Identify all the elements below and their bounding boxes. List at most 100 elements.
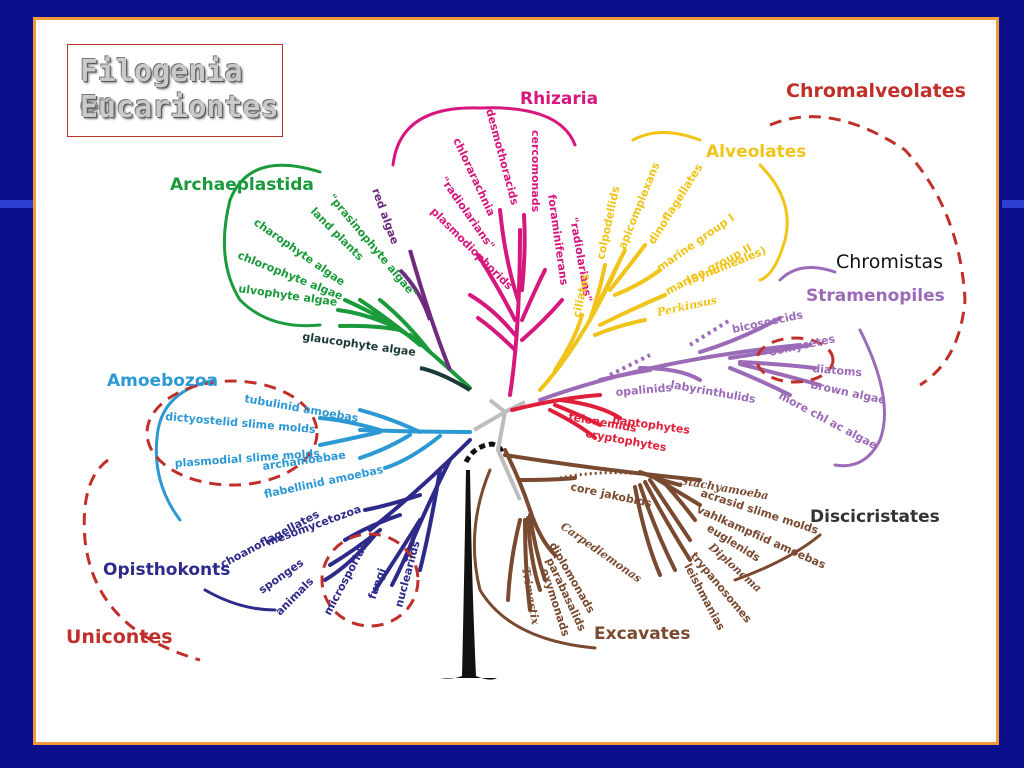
branch-radiolarians-l <box>468 293 517 337</box>
grouping-dashes <box>82 115 967 662</box>
taxon-glaucophyte: glaucophyte algae <box>302 330 417 359</box>
background-stripe-left <box>0 200 34 208</box>
branch-trypanosomes <box>638 483 677 572</box>
taxon-opalinids: opalinids <box>615 381 673 399</box>
dictyostelid-oval <box>145 379 319 487</box>
branch-marine-1 <box>613 268 662 297</box>
branch-cryptophytes <box>548 408 597 440</box>
branch-bicosoecids <box>698 316 782 354</box>
branch-hacrobia-main <box>510 393 602 412</box>
excavates-branches <box>472 448 822 650</box>
branch-nucleariids <box>418 468 442 572</box>
branch-cercomonads <box>520 213 527 292</box>
taxon-bicosoecids: bicosoecids <box>731 308 805 336</box>
root-trunk <box>440 470 497 680</box>
branch-opalinids <box>598 368 652 382</box>
branch-radiolarians-r <box>520 298 564 342</box>
branch-foraminiferans <box>520 268 547 322</box>
oomycetes-oval <box>755 336 835 384</box>
bracket-stramenopiles <box>778 266 886 468</box>
excavates-dotted <box>559 471 641 480</box>
red-algae-branches <box>398 249 452 371</box>
branch-tubulinid <box>358 408 422 434</box>
bracket-amoebozoa <box>154 378 217 522</box>
branch-leishmanias <box>633 485 662 577</box>
branch-discicristates <box>503 453 702 482</box>
slide-title-box: Filogenia en Eucariontes <box>67 44 283 137</box>
branch-microsporidia <box>373 518 422 592</box>
taxon-choanoflagellates: choanoflagellates <box>218 507 322 570</box>
branch-diplomonads <box>528 513 547 582</box>
taxon-fungi: fungi <box>366 566 389 601</box>
label-excavates: Excavates <box>594 624 690 644</box>
label-rhizaria: Rhizaria <box>520 89 598 109</box>
branch-acrasid <box>648 473 702 507</box>
bracket-opisthokonts <box>203 588 277 612</box>
branch-fungi <box>390 520 422 587</box>
bracket-rhizaria <box>391 106 577 167</box>
branch-chlorarachnia <box>476 253 517 322</box>
label-chromalveolates: Chromalveolates <box>786 80 966 102</box>
branch-diplonema <box>643 480 692 562</box>
branch-rhizaria-main <box>508 228 522 397</box>
branch-apicomplexans <box>598 248 627 302</box>
branch-jakobids <box>518 476 577 482</box>
branch-vahlkampfiid <box>658 476 697 522</box>
taxon-oomycetes: oomycetes <box>768 332 837 359</box>
taxon-brown-algae: brown algae <box>809 378 887 407</box>
branch-archamoebae <box>358 433 412 460</box>
branch-dinoflagellates <box>608 243 647 292</box>
label-discicristates: Discicristates <box>810 507 940 527</box>
label-alveolates: Alveolates <box>706 142 806 162</box>
branch-haptophytes <box>558 398 622 420</box>
taxon-dictyostelid: dictyostelid slime molds <box>165 410 317 436</box>
branch-animals <box>323 533 377 582</box>
branch-red-algae-sub <box>398 268 432 321</box>
fungi-oval <box>320 532 420 628</box>
branch-euglenids <box>648 478 692 542</box>
taxon-cercomonads: cercomonads <box>529 130 542 213</box>
branch-desmothoracids <box>498 208 520 302</box>
branch-diatoms <box>738 360 817 370</box>
label-amoebozoa: Amoebozoa <box>107 371 218 391</box>
branch-labyrinthulids <box>638 366 702 382</box>
alveolates-branches <box>538 131 789 392</box>
hacrobia-branches <box>510 393 622 440</box>
branch-prasinophyte <box>378 298 432 354</box>
background-stripe-right <box>1002 200 1024 208</box>
branch-oxymonads <box>523 518 532 612</box>
branch-perkinsus <box>593 318 647 337</box>
slide-title-line-2: Eucariontes <box>80 90 279 125</box>
label-stramenopiles: Stramenopiles <box>806 286 945 306</box>
branch-charophyte <box>343 298 414 340</box>
branch-colpodellids <box>588 263 607 322</box>
taxon-colpodellids: colpodellids <box>594 185 622 261</box>
branch-plasmodiophorids <box>476 316 517 352</box>
branch-trimastix <box>506 518 522 602</box>
branch-marine-2 <box>598 293 667 327</box>
chromalveolates-dash <box>769 115 967 387</box>
root-dashed <box>463 441 505 464</box>
branch-flabellinid <box>383 434 442 470</box>
label-unicontes: Unicontes <box>66 626 173 648</box>
branch-telonemids <box>553 403 602 427</box>
label-chromistas: Chromistas <box>836 251 943 273</box>
taxon-syndineales: (Syndineales) <box>684 244 768 288</box>
center-gray-lines <box>472 398 526 501</box>
label-archaeplastida: Archaeplastida <box>170 175 314 195</box>
branch-brown-algae <box>738 362 822 387</box>
archaeplastida-branches <box>222 163 472 390</box>
branch-ulvophyte <box>338 323 402 332</box>
branch-ciliates <box>553 313 584 372</box>
bracket-excavates <box>472 468 597 650</box>
branch-opisthokonts-main <box>368 438 472 532</box>
taxon-diatoms: diatoms <box>812 362 863 379</box>
unicontes-dash <box>82 458 201 662</box>
rhizaria-branches <box>391 106 577 397</box>
bracket-archaeplastida <box>222 163 322 328</box>
slide-title-line-1: Filogenia en <box>80 54 243 123</box>
bracket-discicristates <box>733 533 822 582</box>
branch-mesomycetozoa <box>363 493 422 512</box>
branch-oomycetes <box>728 343 812 360</box>
